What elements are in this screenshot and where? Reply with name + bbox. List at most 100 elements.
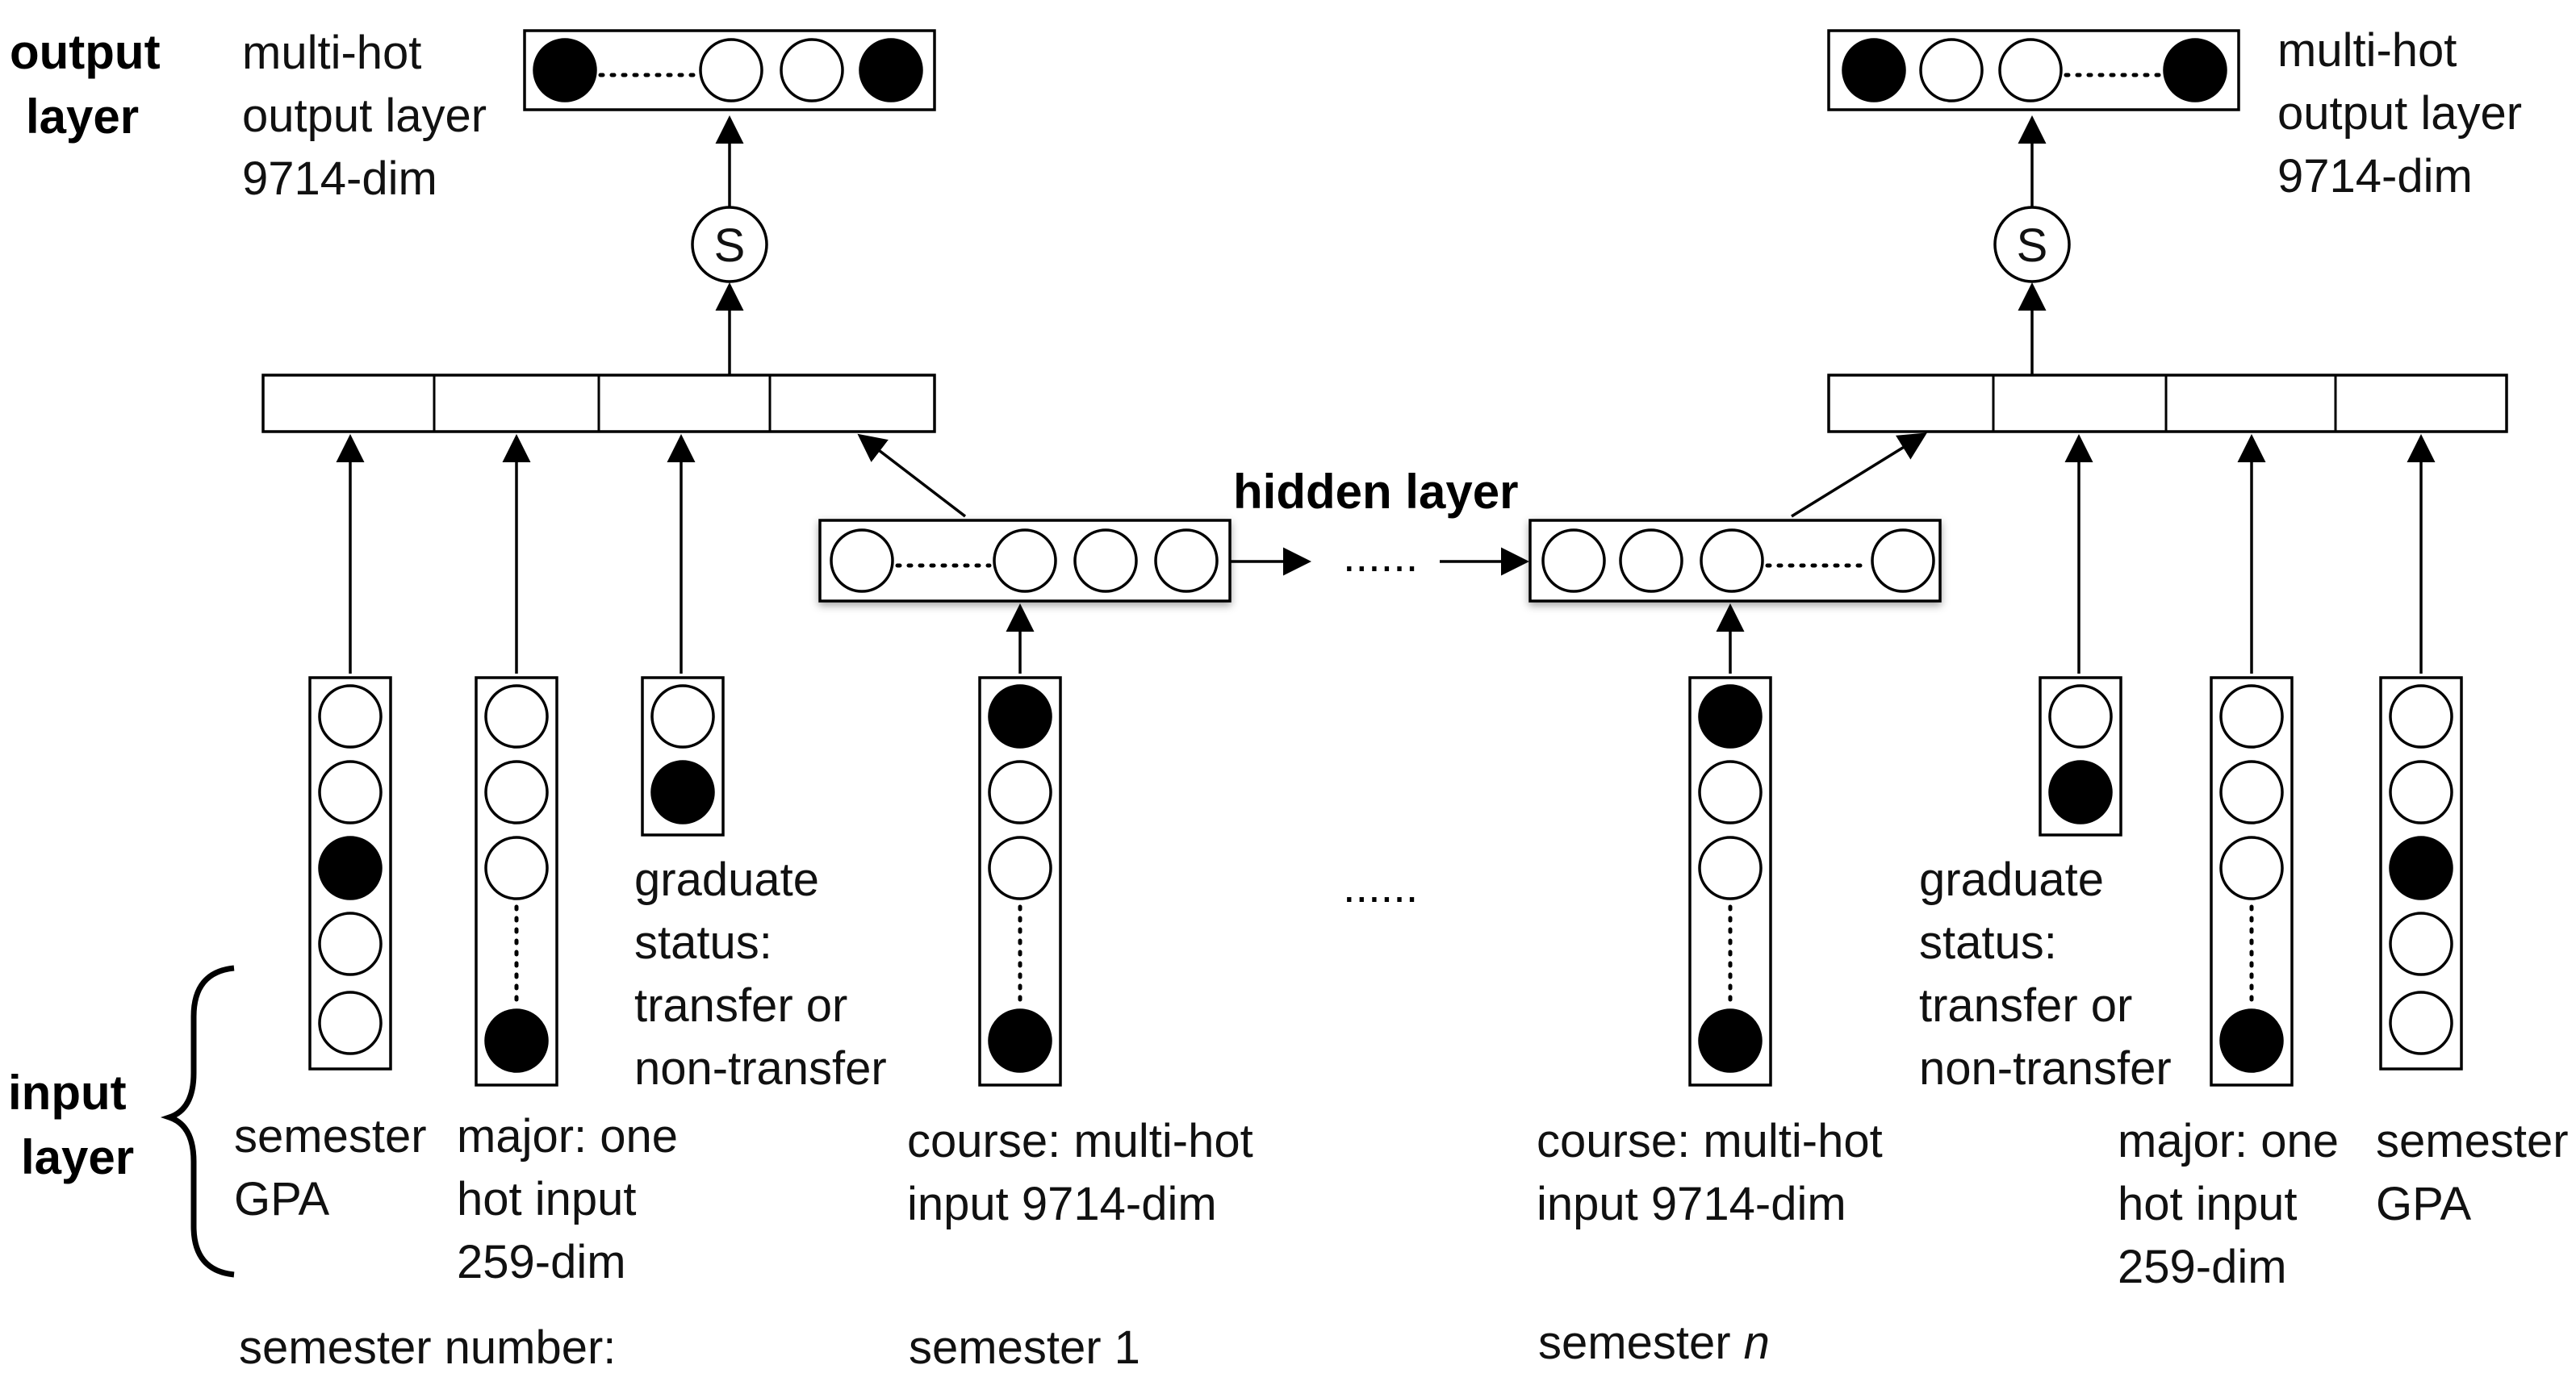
right-output-desc-2: output layer bbox=[2277, 87, 2522, 140]
right-hidden-nodes-node-empty bbox=[1871, 528, 1935, 593]
right-course-nodes-node-filled bbox=[1698, 1008, 1763, 1073]
semester-number-label: semester number: bbox=[239, 1321, 616, 1374]
left-gpa-nodes bbox=[318, 684, 383, 1055]
left-grad-nodes-node-empty bbox=[650, 684, 715, 749]
left-sigmoid-node bbox=[691, 206, 768, 283]
input-layer-brace bbox=[160, 965, 235, 1278]
left-grad-label-3: transfer or bbox=[634, 979, 847, 1032]
right-course-label-1: course: multi-hot bbox=[1537, 1115, 1883, 1167]
right-course-nodes bbox=[1698, 684, 1763, 1073]
right-gpa-label-1: semester bbox=[2376, 1115, 2569, 1167]
right-major-label-1: major: one bbox=[2118, 1115, 2339, 1167]
right-output-nodes bbox=[1842, 38, 2227, 102]
right-hidden-nodes-node-empty bbox=[1541, 528, 1606, 593]
left-gpa-label-2: GPA bbox=[234, 1173, 329, 1225]
left-grad-nodes bbox=[650, 684, 715, 824]
right-major-nodes bbox=[2219, 684, 2284, 1073]
semester-n-variable: n bbox=[1744, 1317, 1770, 1369]
right-course-label-2: input 9714-dim bbox=[1537, 1178, 1846, 1230]
left-major-nodes bbox=[484, 684, 549, 1073]
right-course-nodes-node-empty bbox=[1698, 836, 1763, 900]
left-major-nodes-node-empty bbox=[484, 684, 549, 749]
left-gpa-nodes-node-empty bbox=[318, 991, 383, 1055]
right-major-label-3: 259-dim bbox=[2118, 1241, 2287, 1293]
left-hidden-arrow bbox=[857, 433, 967, 518]
right-output-nodes-node-filled bbox=[2163, 38, 2227, 102]
left-course-nodes-node-empty bbox=[988, 760, 1052, 824]
right-grad-label-4: non-transfer bbox=[1919, 1042, 2172, 1095]
left-major-nodes-node-empty bbox=[484, 836, 549, 900]
input-middle-ellipsis: ...... bbox=[1343, 861, 1418, 912]
semester-n-label: semester n bbox=[1538, 1317, 1770, 1369]
output-layer-label-line1: output bbox=[10, 25, 161, 79]
left-output-nodes-node-empty bbox=[780, 38, 844, 102]
left-output-nodes-node-filled bbox=[533, 38, 597, 102]
right-grad-nodes-node-empty bbox=[2048, 684, 2113, 749]
left-gpa-nodes-node-filled bbox=[318, 836, 383, 900]
left-major-label-2: hot input bbox=[457, 1173, 637, 1225]
right-gpa-nodes-node-empty bbox=[2389, 912, 2453, 976]
semester-1-label: semester 1 bbox=[909, 1321, 1140, 1374]
left-course-nodes bbox=[988, 684, 1052, 1073]
right-major-nodes-node-empty bbox=[2219, 760, 2284, 824]
right-gpa-label-2: GPA bbox=[2376, 1178, 2471, 1230]
left-gpa-nodes-node-empty bbox=[318, 912, 383, 976]
left-hidden-nodes-node-empty bbox=[1154, 528, 1219, 593]
semester-n-prefix: semester bbox=[1538, 1317, 1744, 1369]
right-gpa-nodes-node-empty bbox=[2389, 684, 2453, 749]
left-grad-label-1: graduate bbox=[634, 854, 819, 906]
left-output-desc-1: multi-hot bbox=[242, 27, 421, 79]
output-layer-label-line2: layer bbox=[26, 90, 139, 144]
left-major-label-3: 259-dim bbox=[457, 1236, 626, 1288]
left-hidden-nodes-node-empty bbox=[993, 528, 1057, 593]
left-output-nodes-node-filled bbox=[859, 38, 923, 102]
right-grad-label-2: status: bbox=[1919, 916, 2057, 969]
right-grad-nodes bbox=[2048, 684, 2113, 824]
left-output-nodes-node-empty bbox=[699, 38, 763, 102]
right-gpa-nodes-node-empty bbox=[2389, 991, 2453, 1055]
left-course-nodes-node-empty bbox=[988, 836, 1052, 900]
left-major-nodes-node-empty bbox=[484, 760, 549, 824]
left-grad-label-4: non-transfer bbox=[634, 1042, 887, 1095]
left-hidden-nodes-node-empty bbox=[830, 528, 894, 593]
right-grad-label-1: graduate bbox=[1919, 854, 2104, 906]
hidden-layer-label: hidden layer bbox=[1233, 465, 1518, 519]
left-output-nodes bbox=[533, 38, 923, 102]
right-hidden-nodes-node-empty bbox=[1619, 528, 1683, 593]
left-output-desc-3: 9714-dim bbox=[242, 152, 437, 205]
left-gpa-nodes-node-empty bbox=[318, 684, 383, 749]
left-course-nodes-node-filled bbox=[988, 1008, 1052, 1073]
left-grad-label-2: status: bbox=[634, 916, 772, 969]
right-major-label-2: hot input bbox=[2118, 1178, 2298, 1230]
left-grad-nodes-node-filled bbox=[650, 760, 715, 824]
right-output-desc-3: 9714-dim bbox=[2277, 150, 2473, 202]
right-output-nodes-node-filled bbox=[1842, 38, 1906, 102]
right-major-nodes-node-filled bbox=[2219, 1008, 2284, 1073]
right-hidden-nodes-node-empty bbox=[1700, 528, 1764, 593]
right-grad-nodes-node-filled bbox=[2048, 760, 2113, 824]
right-major-nodes-node-empty bbox=[2219, 684, 2284, 749]
right-output-nodes-node-empty bbox=[1919, 38, 1984, 102]
input-layer-label-line2: layer bbox=[21, 1130, 134, 1184]
hidden-middle-ellipsis: ...... bbox=[1343, 530, 1418, 581]
right-hidden-arrow bbox=[1791, 432, 1927, 518]
left-hidden-nodes-node-empty bbox=[1073, 528, 1138, 593]
right-course-nodes-node-empty bbox=[1698, 760, 1763, 824]
left-sigmoid-label: S bbox=[714, 219, 746, 272]
right-concat-layer bbox=[1827, 374, 2508, 433]
right-output-nodes-node-empty bbox=[1998, 38, 2063, 102]
left-gpa-nodes-node-empty bbox=[318, 760, 383, 824]
input-layer-label-line1: input bbox=[8, 1066, 127, 1120]
right-output-desc-1: multi-hot bbox=[2277, 24, 2457, 77]
right-gpa-nodes-node-empty bbox=[2389, 760, 2453, 824]
left-course-nodes-node-filled bbox=[988, 684, 1052, 749]
right-course-nodes-node-filled bbox=[1698, 684, 1763, 749]
right-grad-label-3: transfer or bbox=[1919, 979, 2132, 1032]
left-hidden-nodes bbox=[830, 528, 1219, 593]
left-gpa-label-1: semester bbox=[234, 1110, 427, 1163]
left-course-label-1: course: multi-hot bbox=[907, 1115, 1253, 1167]
right-gpa-nodes bbox=[2389, 684, 2453, 1055]
left-major-label-1: major: one bbox=[457, 1110, 678, 1163]
left-major-nodes-node-filled bbox=[484, 1008, 549, 1073]
right-gpa-nodes-node-filled bbox=[2389, 836, 2453, 900]
